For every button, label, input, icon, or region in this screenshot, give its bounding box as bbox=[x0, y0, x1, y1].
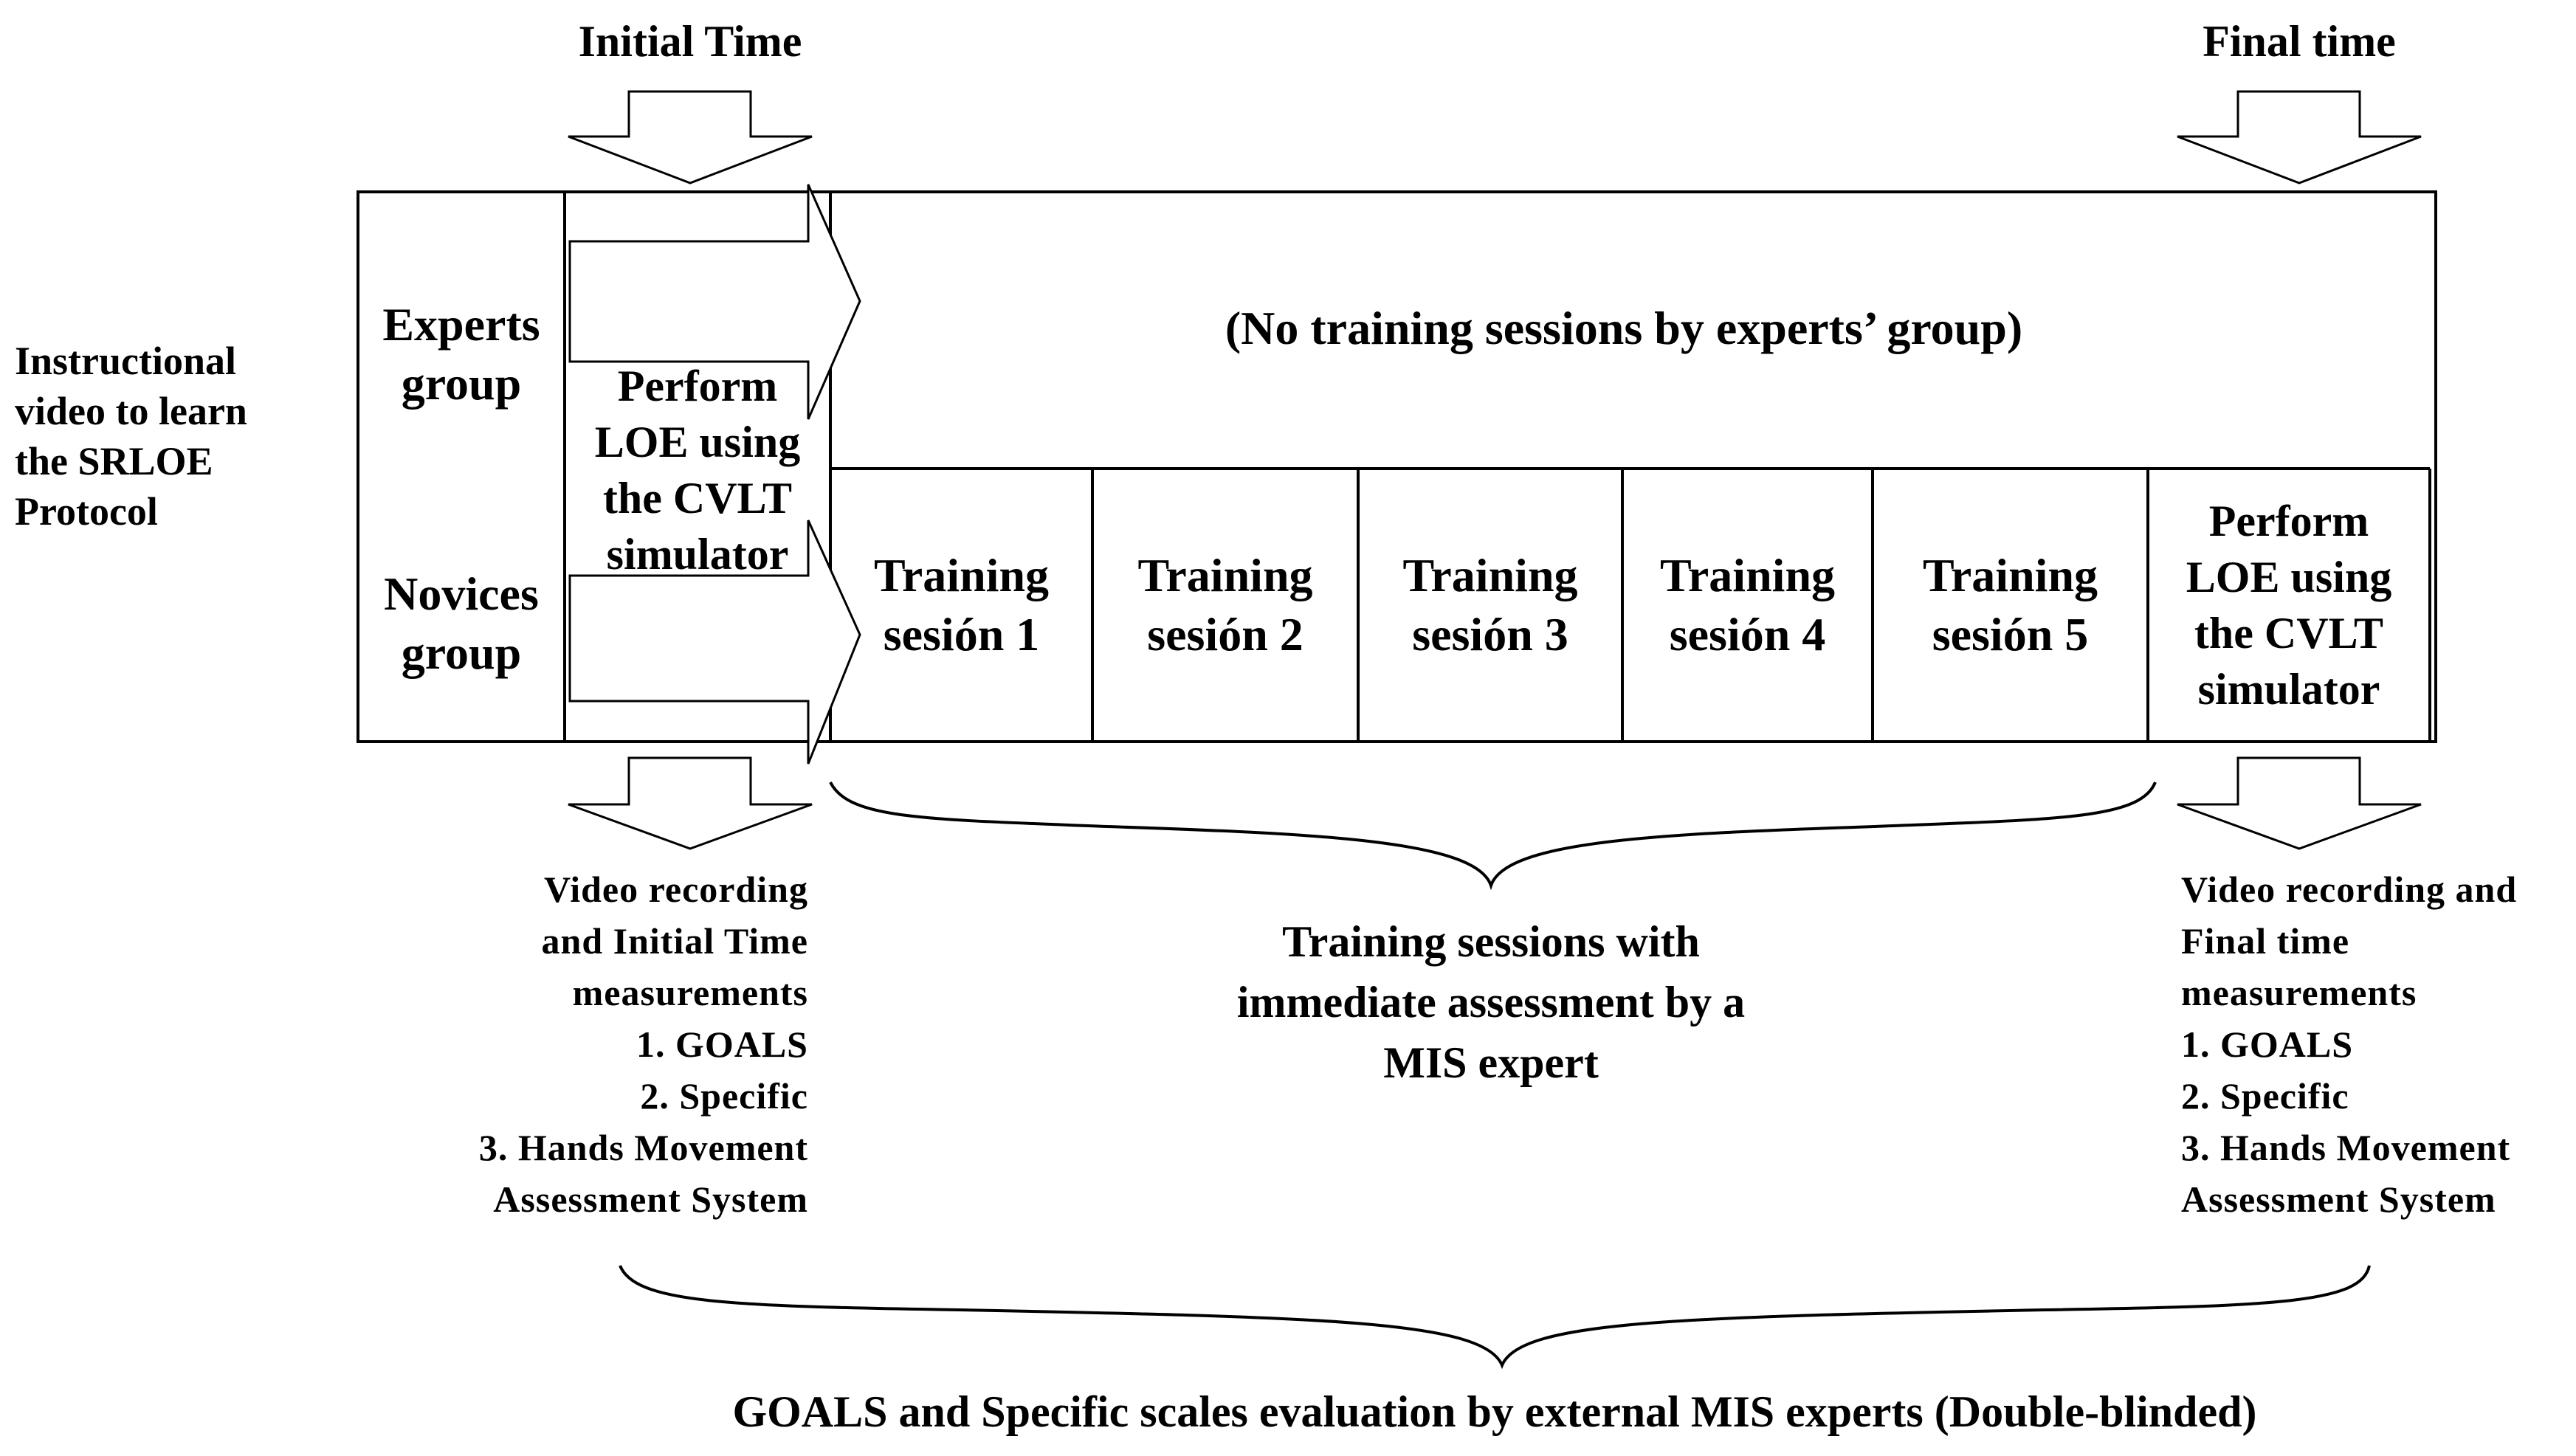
final-time-down-arrow bbox=[2177, 90, 2422, 184]
initial-measurements-text: Video recording and Initial Time measure… bbox=[478, 869, 808, 1220]
initial-time-label: Initial Time bbox=[578, 17, 802, 66]
novices-right-arrow bbox=[568, 520, 861, 765]
training-session-5: Training sesión 5 bbox=[1922, 549, 2098, 660]
final-task-label: Perform LOE using the CVLT simulator bbox=[2186, 497, 2392, 714]
training-session-2: Training sesión 2 bbox=[1137, 549, 1313, 660]
training-brace bbox=[829, 782, 2157, 891]
final-measurements-down-arrow bbox=[2177, 756, 2422, 850]
initial-time-down-arrow bbox=[568, 90, 813, 184]
training-session-3: Training sesión 3 bbox=[1402, 549, 1578, 660]
training-session-1: Training sesión 1 bbox=[873, 549, 1050, 660]
initial-measurements-down-arrow bbox=[568, 756, 813, 850]
experts-group-label: Experts group bbox=[382, 298, 540, 410]
final-measurements-text: Video recording and Final time measureme… bbox=[2181, 869, 2518, 1220]
initial-task-label: Perform LOE using the CVLT simulator bbox=[594, 362, 801, 579]
evaluation-caption: GOALS and Specific scales evaluation by … bbox=[732, 1387, 2257, 1436]
experts-right-arrow bbox=[568, 184, 861, 420]
final-time-label: Final time bbox=[2203, 17, 2396, 66]
instructional-video-note: Instructional video to learn the SRLOE P… bbox=[15, 339, 247, 534]
experts-no-training-note: (No training sessions by experts’ group) bbox=[1225, 302, 2023, 354]
outer-table-frame bbox=[357, 190, 2437, 743]
novices-group-label: Novices group bbox=[384, 567, 539, 679]
evaluation-brace bbox=[619, 1265, 2371, 1370]
training-brace-label: Training sessions with immediate assessm… bbox=[1236, 917, 1746, 1087]
training-session-4: Training sesión 4 bbox=[1659, 549, 1836, 660]
